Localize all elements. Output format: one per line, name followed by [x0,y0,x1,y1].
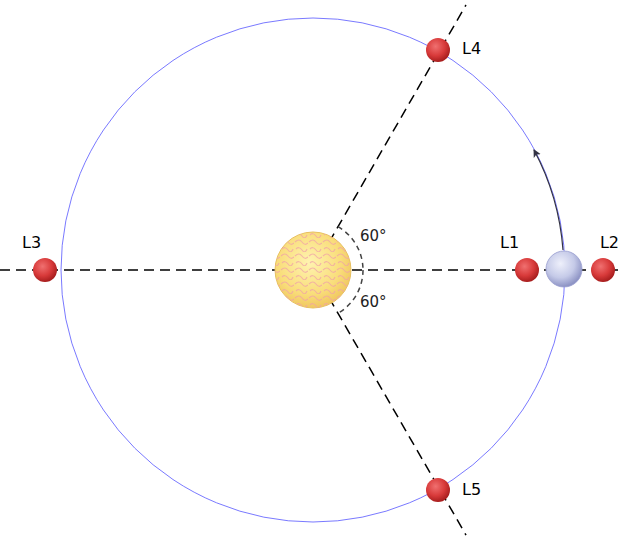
point-label: L5 [462,482,481,498]
angle-label: 60° [359,229,388,244]
angle-label: 60° [359,295,388,310]
orbit-arrow [534,150,563,250]
sun [275,232,351,308]
point-label: L1 [500,235,519,251]
lagrange-points [33,38,615,502]
axis-lines [0,5,623,535]
earth [546,251,582,287]
point-label: L3 [22,235,41,251]
point-label: L4 [462,41,481,57]
point-label: L2 [600,235,619,251]
sun-texture [275,232,351,308]
